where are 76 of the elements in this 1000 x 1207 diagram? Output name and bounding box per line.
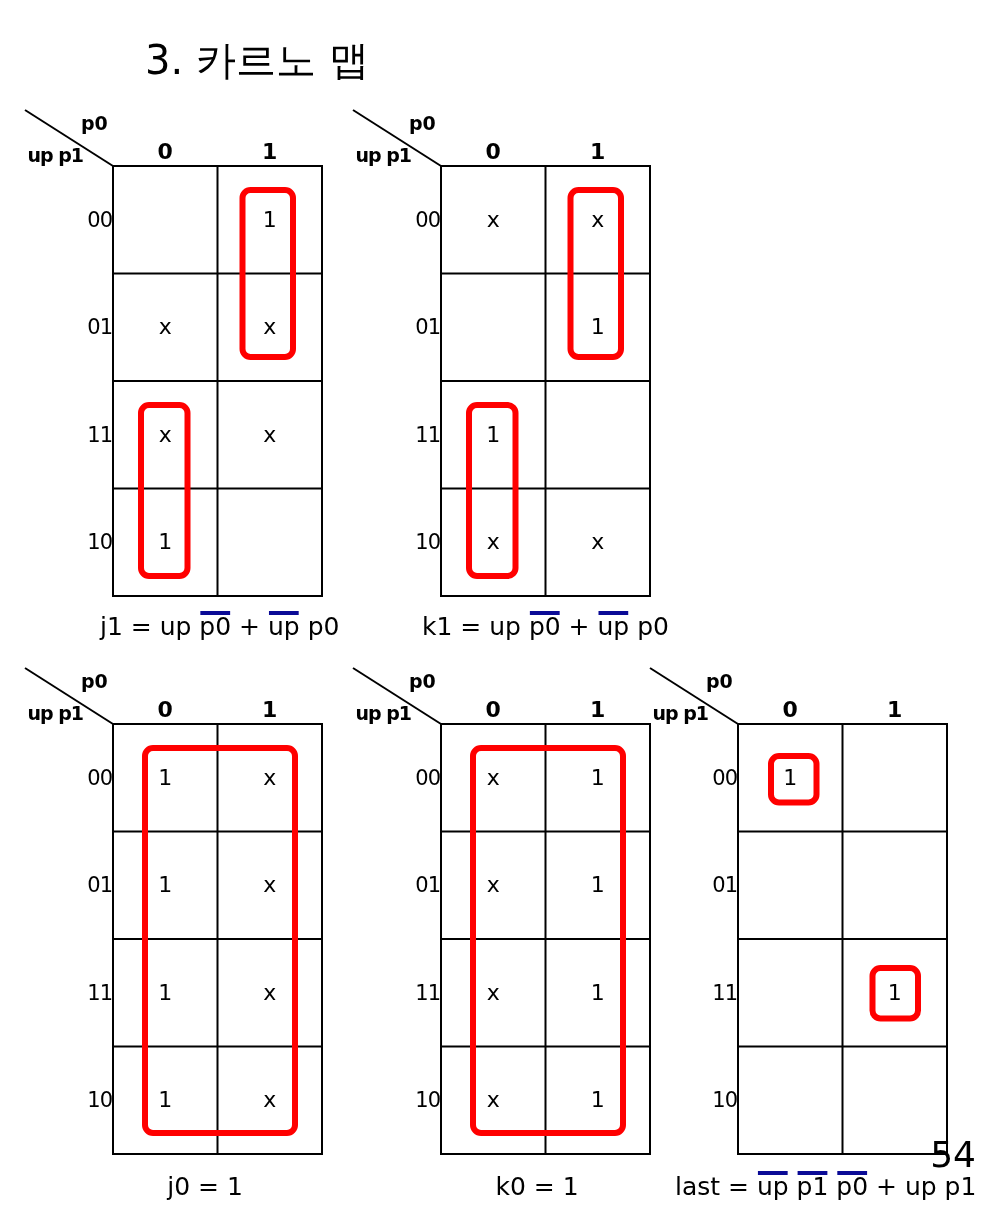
cell-value: x [263,1089,277,1112]
column-header: 1 [590,699,606,721]
row-variable-label: up p1 [355,704,411,723]
row-header: 10 [415,1089,440,1111]
cell-value: x [158,423,172,446]
column-header: 1 [590,141,606,163]
row-variable-label: up p1 [652,704,708,723]
column-header: 0 [157,141,173,163]
cell-value: 1 [158,981,173,1004]
row-header: 10 [415,531,440,553]
row-header: 00 [87,767,112,789]
cell-value: 1 [783,766,798,789]
row-header: 11 [87,424,112,446]
row-header: 00 [415,209,440,231]
cell-value: 1 [590,316,605,339]
cell-value: x [158,316,172,339]
cell-value: 1 [887,981,902,1004]
row-header: 01 [712,874,737,896]
row-header: 00 [87,209,112,231]
column-header: 1 [262,141,278,163]
column-header: 0 [485,141,501,163]
row-header: 10 [712,1089,737,1111]
boolean-equation: j0 = 1 [167,1174,243,1199]
cell-value: x [486,208,500,231]
row-variable-label: up p1 [27,146,83,165]
cell-value: 1 [158,531,173,554]
cell-value: x [263,981,277,1004]
column-variable-label: p0 [706,672,733,691]
cell-value: 1 [158,766,173,789]
cell-value: x [263,423,277,446]
column-header: 0 [157,699,173,721]
cell-value: x [486,531,500,554]
title: 3. 카르노 맵 [145,40,369,80]
column-variable-label: p0 [409,114,436,133]
cell-value: x [591,531,605,554]
column-header: 0 [485,699,501,721]
row-header: 11 [415,424,440,446]
column-header: 1 [887,699,903,721]
cell-value: 1 [158,1089,173,1112]
cell-value: 1 [590,1089,605,1112]
row-header: 10 [87,531,112,553]
row-header: 00 [712,767,737,789]
row-header: 10 [87,1089,112,1111]
row-variable-label: up p1 [355,146,411,165]
column-header: 1 [262,699,278,721]
row-variable-label: up p1 [27,704,83,723]
row-header: 01 [415,316,440,338]
cell-value: 1 [590,766,605,789]
cell-value: 1 [590,874,605,897]
cell-value: x [263,316,277,339]
boolean-equation: j1 = up p0 + up p0 [100,614,340,639]
row-header: 11 [415,982,440,1004]
cell-value: x [263,874,277,897]
row-header: 01 [87,874,112,896]
cell-value: 1 [158,874,173,897]
cell-value: 1 [486,423,501,446]
cell-value: x [591,208,605,231]
column-variable-label: p0 [81,114,108,133]
cell-value: x [486,874,500,897]
cell-value: 1 [262,208,277,231]
cell-value: 1 [590,981,605,1004]
boolean-equation: k1 = up p0 + up p0 [422,614,669,639]
cell-value: x [486,766,500,789]
row-header: 01 [87,316,112,338]
boolean-equation: k0 = 1 [495,1174,579,1199]
row-header: 00 [415,767,440,789]
row-header: 01 [415,874,440,896]
row-header: 11 [87,982,112,1004]
cell-value: x [263,766,277,789]
cell-value: x [486,981,500,1004]
boolean-equation: last = up p1 p0 + up p1 [675,1174,977,1199]
column-variable-label: p0 [409,672,436,691]
row-header: 11 [712,982,737,1004]
cell-value: x [486,1089,500,1112]
column-header: 0 [782,699,798,721]
column-variable-label: p0 [81,672,108,691]
